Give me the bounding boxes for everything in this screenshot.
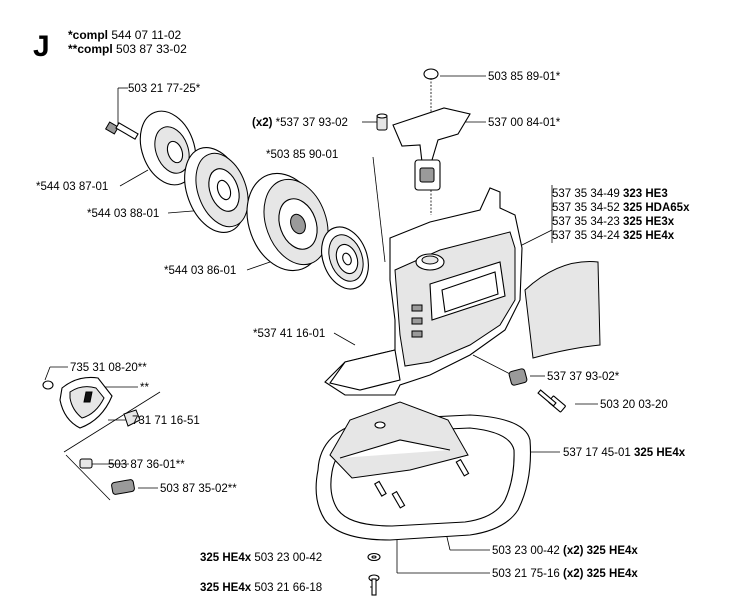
label-p13: 503 87 36-01** bbox=[108, 459, 185, 471]
bolt-right bbox=[537, 389, 566, 413]
decal-label-1: 537 35 34-52 325 HDA65x bbox=[552, 202, 690, 214]
label-p20: 503 21 75-16 (x2) 325 HE4x bbox=[492, 568, 638, 580]
label-p16: 503 20 03-20 bbox=[600, 399, 668, 411]
bushing-right bbox=[508, 368, 528, 386]
decal bbox=[524, 261, 601, 359]
label-p17: 537 17 45-01 325 HE4x bbox=[563, 447, 686, 459]
label-p10: 735 31 08-20** bbox=[70, 362, 147, 374]
label-p15: 537 37 93-02* bbox=[547, 371, 620, 383]
label-p3: (x2) *537 37 93-02 bbox=[252, 117, 348, 129]
label-p2: 503 21 77-25* bbox=[128, 83, 201, 95]
bottom-screw bbox=[368, 574, 380, 596]
label-p4: 537 00 84-01* bbox=[488, 117, 561, 129]
pulley-disc bbox=[139, 110, 197, 186]
label-p8: *544 03 86-01 bbox=[164, 265, 236, 277]
label-p6: *544 03 87-01 bbox=[36, 181, 108, 193]
compl-line-2: **compl 503 87 33-02 bbox=[68, 42, 187, 56]
decal-label-2: 537 35 34-23 325 HE3x bbox=[552, 216, 675, 228]
bushing-top bbox=[376, 113, 388, 131]
label-p14: 503 87 35-02** bbox=[160, 483, 237, 495]
washer bbox=[367, 552, 381, 562]
label-p9: *537 41 16-01 bbox=[253, 328, 325, 340]
label-p12: 731 71 16-51 bbox=[132, 415, 200, 427]
label-p5: *503 85 90-01 bbox=[266, 149, 338, 161]
frame-screws bbox=[374, 458, 470, 509]
section-letter: J bbox=[33, 30, 50, 63]
decal-labels: 537 35 34-49 323 HE3 537 35 34-52 325 HD… bbox=[551, 185, 690, 243]
decal-label-0: 537 35 34-49 323 HE3 bbox=[552, 188, 668, 200]
decal-label-3: 537 35 34-24 325 HE4x bbox=[552, 230, 675, 242]
compl-line-1: *compl 544 07 11-02 bbox=[68, 28, 182, 42]
recoil-spring bbox=[321, 226, 369, 290]
label-p11: ** bbox=[140, 382, 149, 394]
switch-assembly bbox=[42, 376, 141, 495]
part-labels: 503 85 89-01* 503 21 77-25* (x2) *537 37… bbox=[36, 71, 686, 594]
spring-cassette bbox=[184, 147, 249, 233]
frame bbox=[315, 401, 531, 541]
label-p19: 325 HE4x 503 23 00-42 bbox=[200, 552, 322, 564]
starter-handle bbox=[392, 68, 471, 215]
label-p1: 503 85 89-01* bbox=[488, 71, 561, 83]
starter-housing bbox=[324, 187, 523, 396]
label-p21: 325 HE4x 503 21 66-18 bbox=[200, 582, 322, 594]
pulley-bolt bbox=[104, 121, 139, 140]
label-p18: 503 23 00-42 (x2) 325 HE4x bbox=[492, 545, 638, 557]
rope-pulley bbox=[246, 172, 329, 272]
label-p7: *544 03 88-01 bbox=[87, 208, 159, 220]
